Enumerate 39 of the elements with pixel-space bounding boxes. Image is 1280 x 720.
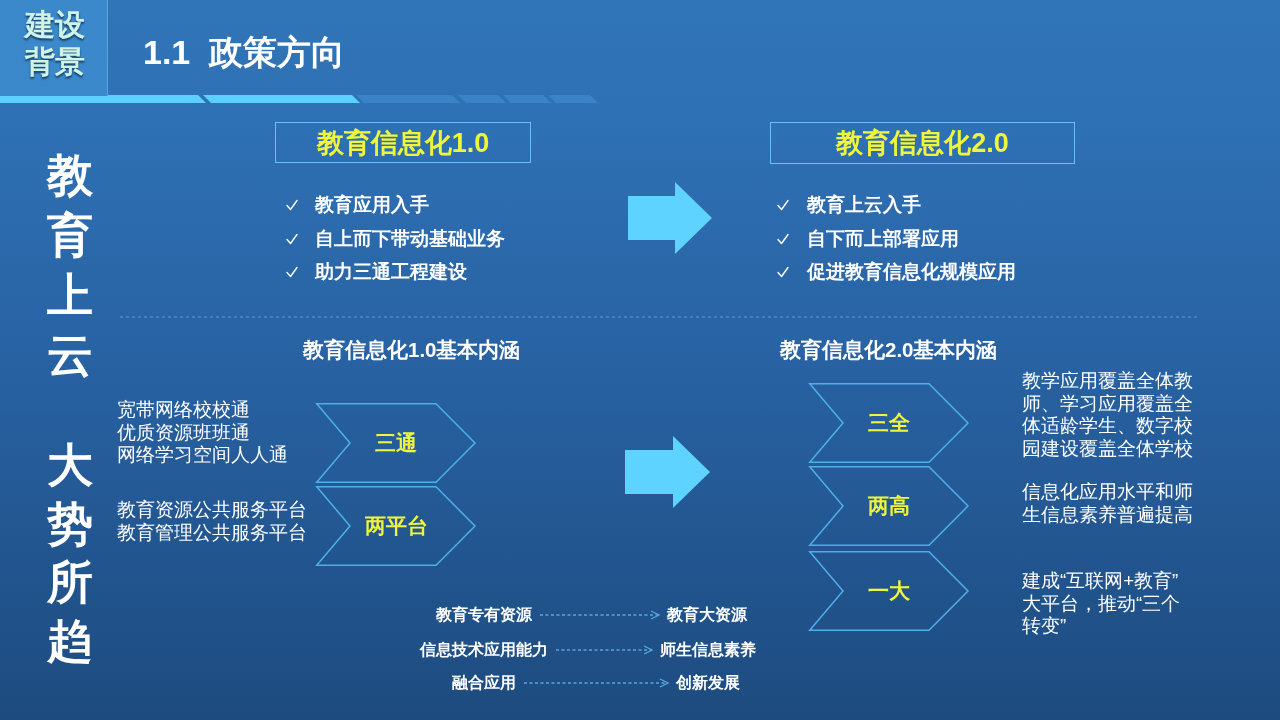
note-text: 教学应用覆盖全体教师、学习应用覆盖全体适龄学生、数字校园建设覆盖全体学校 — [1022, 370, 1194, 460]
checklist-item: 促进教育信息化规模应用 — [807, 260, 1016, 284]
vertical-title: 大势所趋 — [46, 438, 94, 669]
heading-box — [275, 122, 531, 163]
text-label: 创新发展 — [676, 673, 740, 693]
dashed-arrow — [555, 645, 653, 655]
section-heading: 教育信息化1.0基本内涵 — [303, 338, 521, 362]
note-text: 信息化应用水平和师生信息素养普遍提高 — [1022, 481, 1194, 526]
chevron-label: 一大 — [868, 578, 910, 604]
note-text: 网络学习空间人人通 — [117, 444, 288, 467]
note-text: 建成“互联网+教育”大平台，推动“三个转变” — [1022, 570, 1182, 638]
chevron-label: 两平台 — [364, 513, 428, 539]
chevron-label: 三通 — [375, 430, 417, 456]
heading-text: 教育信息化2.0 — [836, 127, 1009, 159]
chevron-label: 三全 — [868, 410, 910, 436]
note-text: 优质资源班班通 — [117, 421, 251, 444]
text-label: 信息技术应用能力 — [420, 640, 548, 660]
dashed-arrow — [539, 610, 660, 620]
heading-text: 教育信息化1.0 — [316, 126, 490, 159]
badge-title: 建设背景 — [24, 7, 86, 80]
heading-box — [770, 122, 1075, 164]
checklist-item: 教育应用入手 — [315, 193, 429, 217]
checklist-item: 助力三通工程建设 — [315, 260, 467, 284]
section-heading: 教育信息化2.0基本内涵 — [780, 338, 998, 362]
note-text: 宽带网络校校通 — [117, 399, 251, 422]
vertical-title: 教育上云 — [45, 148, 94, 383]
text-label: 师生信息素养 — [660, 640, 756, 660]
text-label: 教育大资源 — [667, 605, 747, 625]
slide-title: 1.1 政策方向 — [143, 32, 346, 73]
chevron-label: 两高 — [868, 493, 910, 519]
text-label: 教育专有资源 — [436, 605, 532, 625]
text-label: 融合应用 — [452, 673, 516, 693]
checklist-item: 教育上云入手 — [807, 193, 921, 217]
note-text: 教育管理公共服务平台 — [117, 521, 307, 544]
checklist-item: 自上而下带动基础业务 — [315, 227, 505, 251]
checklist-item: 自下而上部署应用 — [807, 227, 959, 251]
note-text: 教育资源公共服务平台 — [117, 499, 307, 522]
dashed-arrow — [523, 678, 669, 688]
header-badge — [0, 0, 108, 96]
